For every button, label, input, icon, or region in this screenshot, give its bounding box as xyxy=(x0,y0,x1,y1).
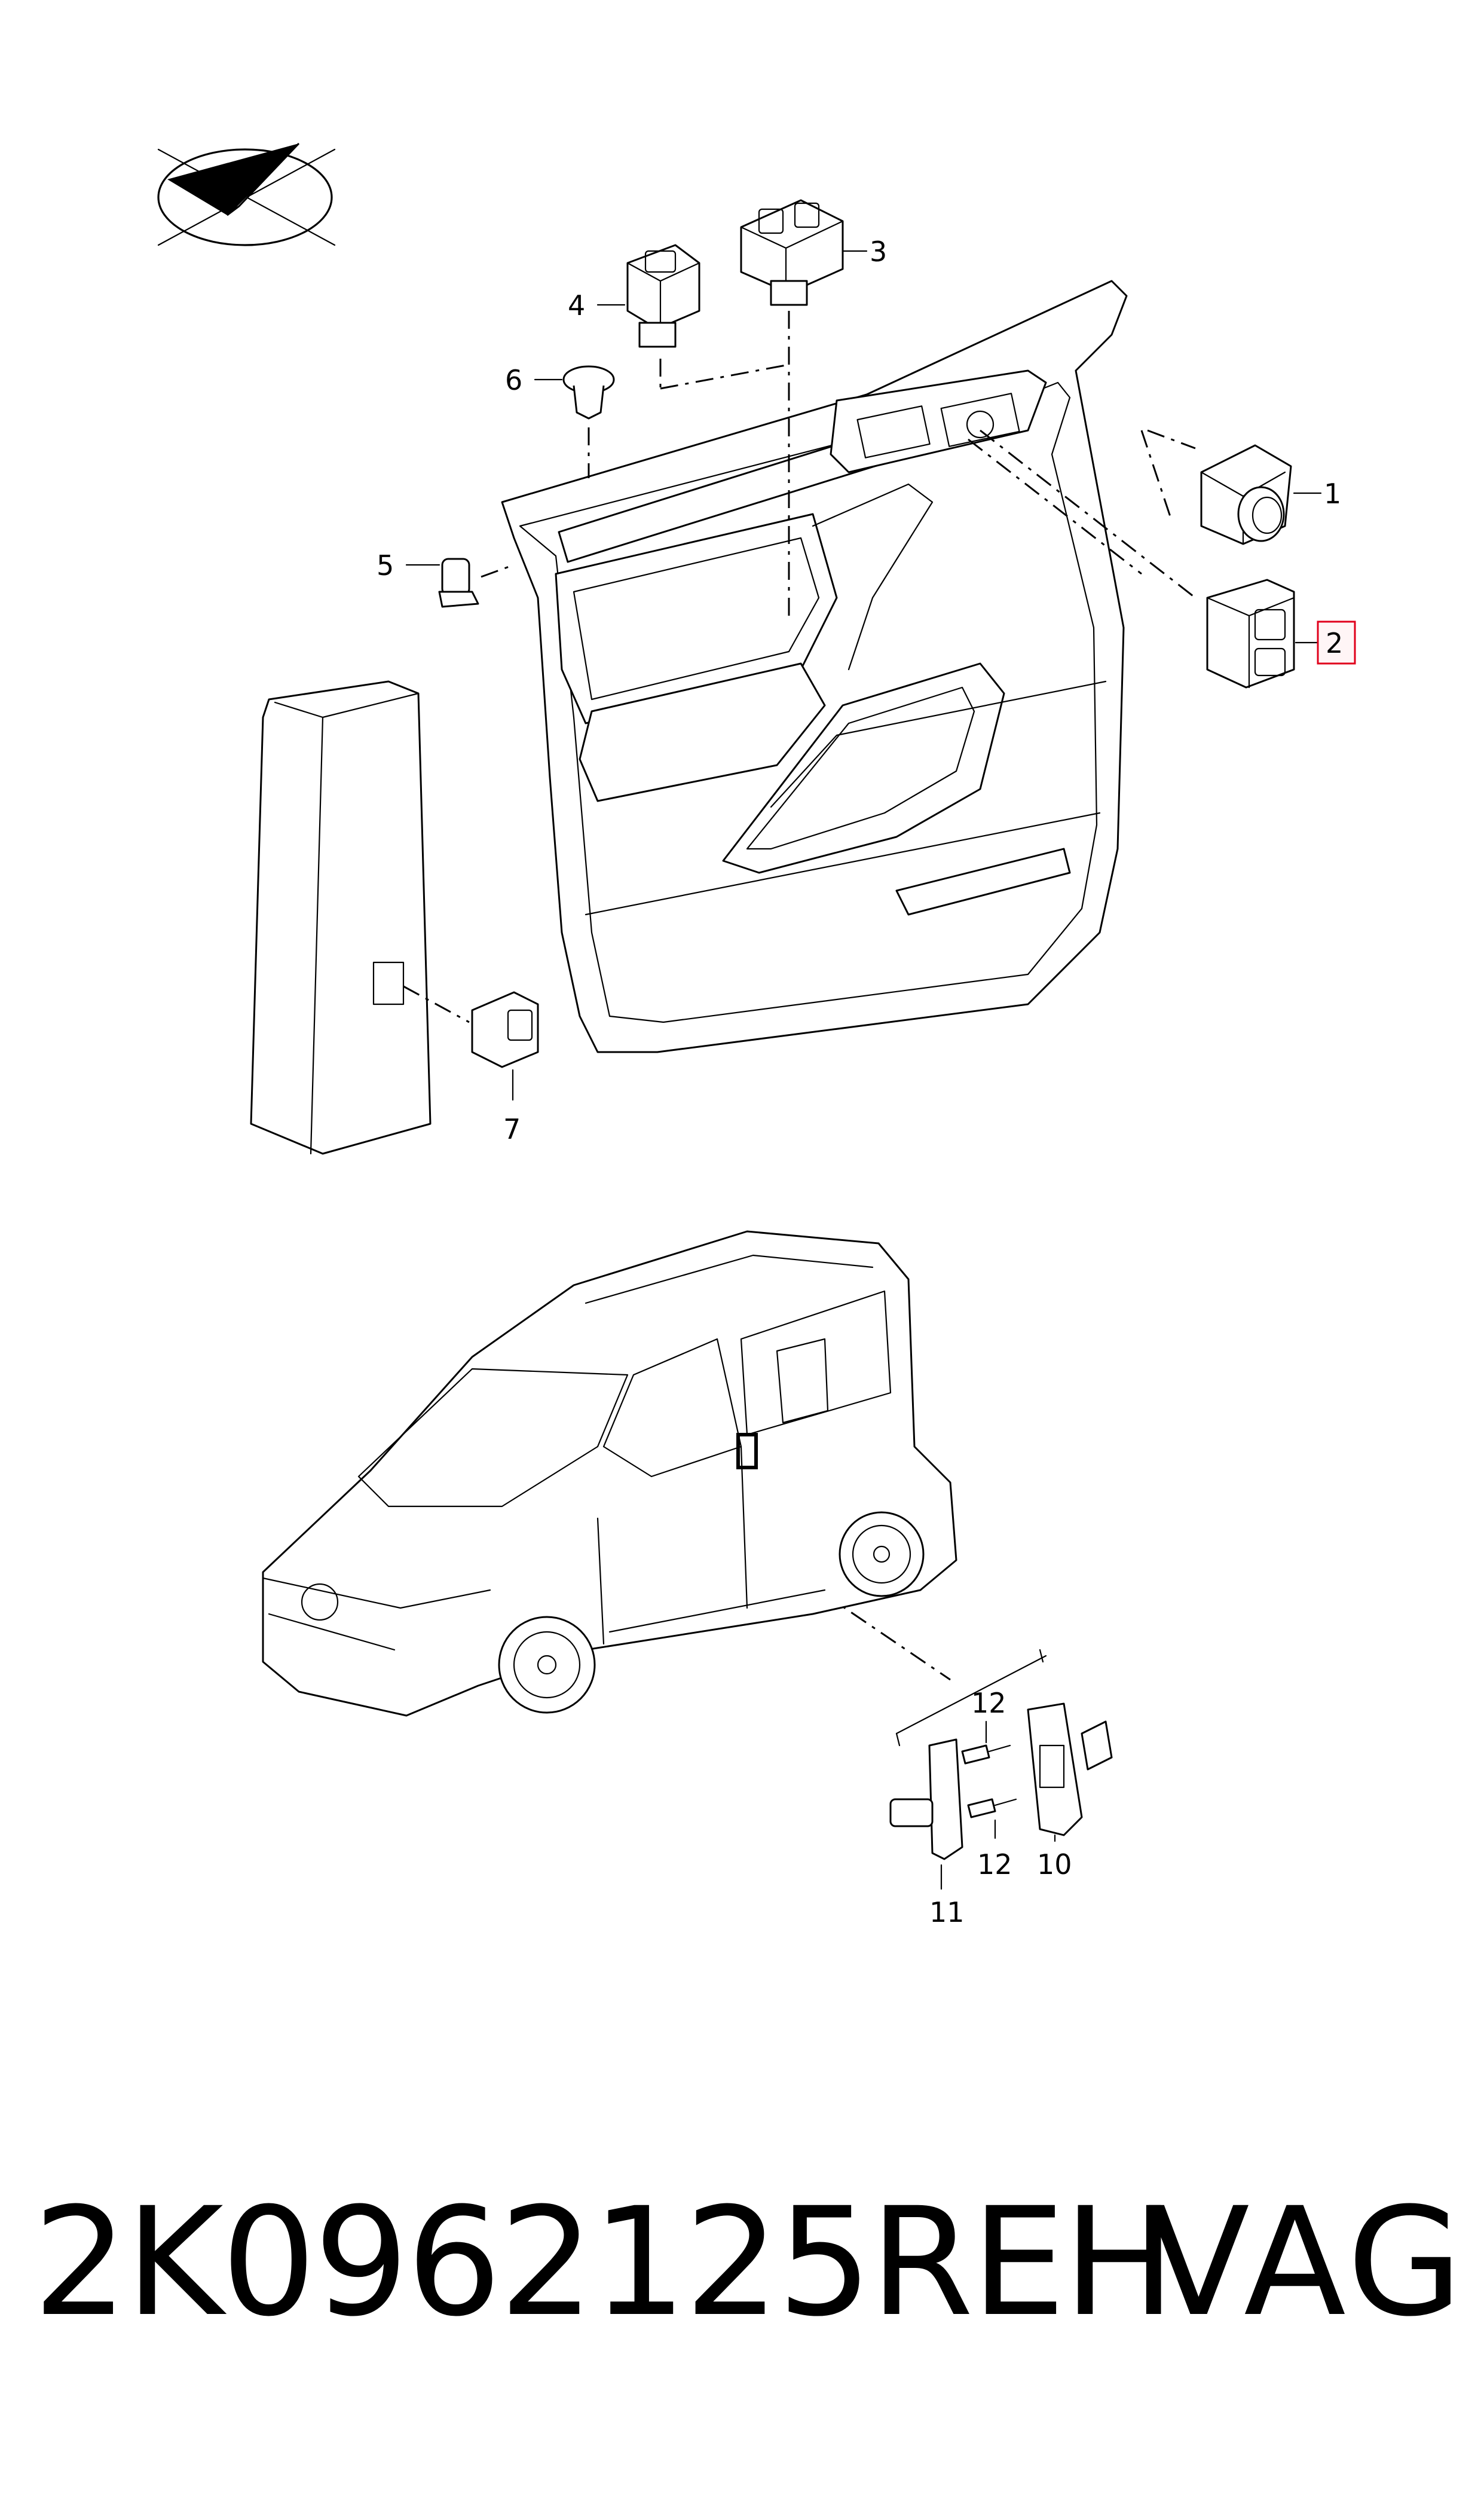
part-4-single-window-switch xyxy=(596,244,700,348)
part-2-window-switch xyxy=(1206,579,1322,689)
location-marker xyxy=(736,1433,758,1469)
part-5-contact-switch xyxy=(405,558,479,608)
callout-6: 6 xyxy=(505,364,522,396)
part-6-clip xyxy=(534,365,615,420)
brand-name: VAG xyxy=(1148,2175,1467,2349)
door-trim-panel xyxy=(501,280,1128,1053)
part-7-switch xyxy=(471,991,539,1101)
part-number: 2K0962125REH xyxy=(33,2175,1176,2349)
callout-12-top: 12 xyxy=(971,1687,1006,1719)
part-11-door-contact xyxy=(889,1649,1047,1890)
direction-arrow-icon xyxy=(157,142,336,246)
part-12-screws xyxy=(961,1720,1017,1839)
callout-2: 2 xyxy=(1326,627,1343,659)
highlight-box-callout-2 xyxy=(1317,620,1356,665)
callout-7: 7 xyxy=(503,1113,521,1145)
part-10-latch-bracket xyxy=(1027,1702,1113,1842)
leader-lines xyxy=(403,311,1196,1681)
callout-12-bottom: 12 xyxy=(977,1848,1012,1881)
callout-3: 3 xyxy=(870,236,887,268)
callout-10: 10 xyxy=(1037,1848,1072,1881)
callout-1: 1 xyxy=(1324,478,1341,510)
part-3-dual-window-switch xyxy=(740,199,868,306)
b-pillar-trim xyxy=(250,680,432,1155)
callout-11: 11 xyxy=(929,1896,965,1928)
vehicle-illustration xyxy=(262,1230,957,1717)
callout-5: 5 xyxy=(377,549,394,582)
part-1-mirror-switch xyxy=(1200,444,1322,545)
callout-4: 4 xyxy=(568,289,585,322)
